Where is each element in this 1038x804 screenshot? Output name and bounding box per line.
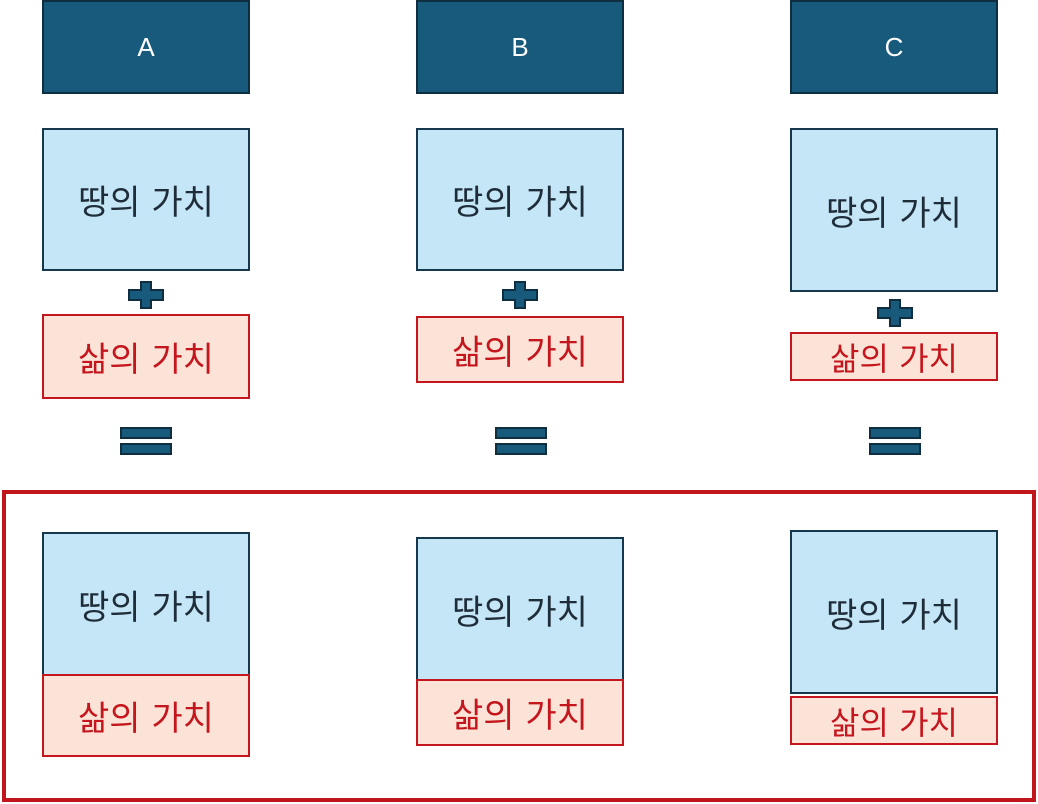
plus-icon <box>502 281 538 309</box>
column-b-result-life-value-box: 삶의 가치 <box>416 679 624 746</box>
column-c-result-land-value-box: 땅의 가치 <box>790 530 998 694</box>
result-frame <box>2 490 1036 802</box>
column-c-land-value-box: 땅의 가치 <box>790 128 998 292</box>
column-b-header: B <box>416 0 624 94</box>
column-c-life-value-box: 삶의 가치 <box>790 332 998 381</box>
equals-icon <box>495 427 547 455</box>
plus-icon <box>877 299 913 327</box>
equals-icon <box>120 427 172 455</box>
column-a-result-life-value-box: 삶의 가치 <box>42 674 250 757</box>
plus-icon <box>128 281 164 309</box>
column-c-header: C <box>790 0 998 94</box>
column-b-life-value-box: 삶의 가치 <box>416 316 624 383</box>
column-c-result-life-value-box: 삶의 가치 <box>790 696 998 745</box>
column-b-result-land-value-box: 땅의 가치 <box>416 537 624 681</box>
column-a-life-value-box: 삶의 가치 <box>42 314 250 399</box>
column-a-header: A <box>42 0 250 94</box>
equals-icon <box>869 427 921 455</box>
column-a-land-value-box: 땅의 가치 <box>42 128 250 271</box>
column-a-result-land-value-box: 땅의 가치 <box>42 532 250 676</box>
column-b-land-value-box: 땅의 가치 <box>416 128 624 271</box>
